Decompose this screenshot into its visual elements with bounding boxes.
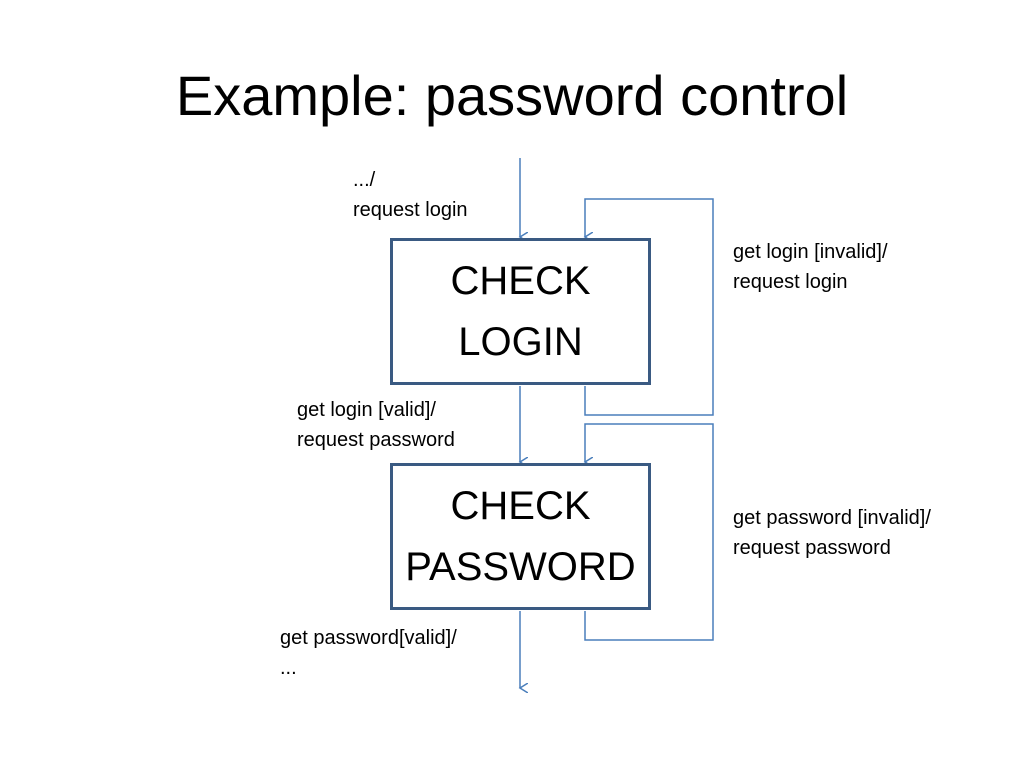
password-valid-transition-label: get password[valid]/ ... bbox=[280, 623, 457, 683]
entry-transition-label: .../ request login bbox=[353, 165, 468, 225]
login-invalid-trigger: get login [invalid]/ bbox=[733, 241, 888, 263]
password-valid-action: ... bbox=[280, 657, 297, 679]
password-invalid-action: request password bbox=[733, 537, 891, 559]
password-invalid-loop-arrow bbox=[585, 423, 714, 641]
login-valid-transition-label: get login [valid]/ request password bbox=[297, 395, 455, 455]
login-valid-trigger: get login [valid]/ bbox=[297, 399, 436, 421]
state-check-login-line1: CHECK bbox=[450, 258, 591, 303]
state-check-password: CHECK PASSWORD bbox=[390, 463, 651, 610]
password-invalid-trigger: get password [invalid]/ bbox=[733, 507, 931, 529]
login-invalid-loop-arrow bbox=[585, 198, 714, 416]
login-invalid-transition-label: get login [invalid]/ request login bbox=[733, 237, 888, 297]
state-check-login: CHECK LOGIN bbox=[390, 238, 651, 385]
state-check-login-line2: LOGIN bbox=[458, 319, 583, 364]
password-valid-trigger: get password[valid]/ bbox=[280, 627, 457, 649]
password-invalid-transition-label: get password [invalid]/ request password bbox=[733, 503, 931, 563]
entry-transition-action: request login bbox=[353, 199, 468, 221]
entry-transition-trigger: .../ bbox=[353, 169, 376, 191]
state-check-password-line2: PASSWORD bbox=[405, 544, 636, 589]
slide-title: Example: password control bbox=[175, 64, 849, 127]
login-valid-action: request password bbox=[297, 429, 455, 451]
login-invalid-action: request login bbox=[733, 271, 848, 293]
state-check-password-line1: CHECK bbox=[450, 483, 591, 528]
